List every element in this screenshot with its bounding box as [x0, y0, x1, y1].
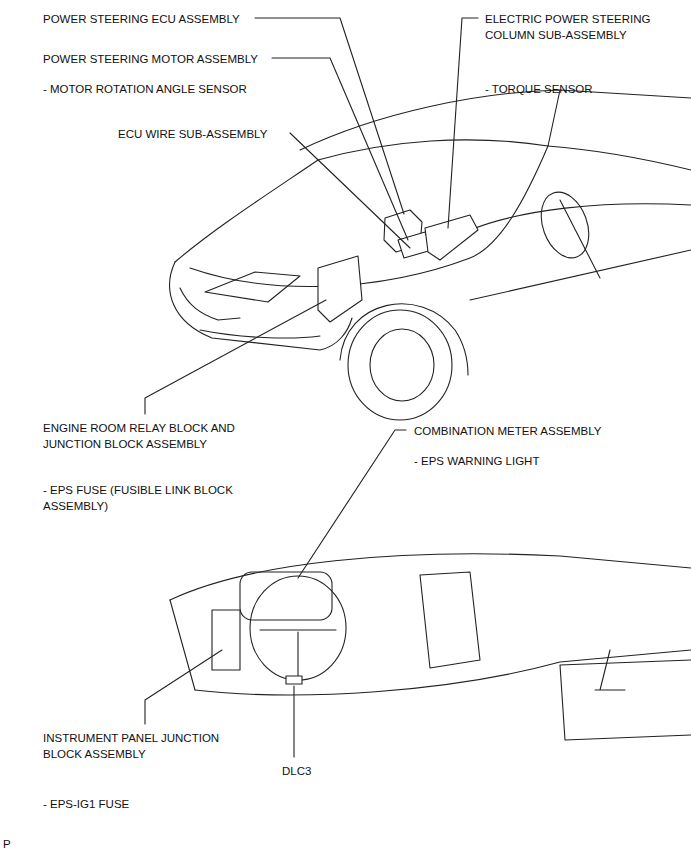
leader-line [448, 18, 478, 228]
part-label: POWER STEERING ECU ASSEMBLY [43, 11, 240, 27]
hood-edge [175, 160, 318, 262]
wheel-rim [370, 329, 434, 401]
part-label: - MOTOR ROTATION ANGLE SENSOR [43, 81, 247, 97]
part-label: ELECTRIC POWER STEERING COLUMN SUB-ASSEM… [485, 11, 685, 43]
side-line [470, 250, 691, 300]
dash-top [170, 554, 691, 600]
page-marker: P [3, 836, 11, 852]
part-label: ENGINE ROOM RELAY BLOCK AND JUNCTION BLO… [43, 420, 293, 452]
wheel-arch [340, 304, 468, 375]
relay-block [318, 256, 362, 322]
steering-spokes [260, 630, 336, 678]
meter-cluster [240, 572, 332, 620]
part-label: COMBINATION METER ASSEMBLY [414, 423, 601, 439]
part-label: INSTRUMENT PANEL JUNCTION BLOCK ASSEMBLY [43, 730, 258, 762]
part-label: - EPS WARNING LIGHT [414, 453, 539, 469]
part-label: - EPS-IG1 FUSE [43, 796, 129, 812]
steering-wheel-interior [250, 576, 346, 680]
headlight [205, 272, 300, 302]
hood-right [190, 146, 548, 287]
dlc3-connector [286, 676, 302, 684]
door-line [560, 200, 600, 278]
leader-line [290, 133, 410, 248]
leader-line [298, 430, 406, 578]
part-label: - EPS FUSE (FUSIBLE LINK BLOCK ASSEMBLY) [43, 482, 288, 514]
shift-lever [595, 650, 625, 690]
leader-line [255, 18, 404, 214]
leader-line [272, 58, 408, 240]
dash-lower [195, 650, 691, 695]
steering-wheel [533, 186, 598, 265]
junction-block [212, 610, 240, 670]
dash-line [470, 204, 691, 230]
center-stack [420, 572, 480, 668]
center-console [560, 660, 691, 740]
front-wheel [348, 310, 452, 420]
windshield-inner [548, 146, 691, 170]
part-label: ECU WIRE SUB-ASSEMBLY [118, 126, 267, 142]
leader-line [145, 300, 326, 414]
windshield-line [318, 90, 560, 160]
part-label: - TORQUE SENSOR [485, 81, 593, 97]
leader-line [145, 650, 222, 724]
column-unit [425, 215, 478, 260]
leader-line [293, 686, 294, 757]
part-label: POWER STEERING MOTOR ASSEMBLY [43, 51, 258, 67]
dash-left [170, 600, 195, 690]
bumper-line [200, 330, 320, 338]
grille [180, 288, 240, 320]
part-label: DLC3 [282, 763, 311, 779]
